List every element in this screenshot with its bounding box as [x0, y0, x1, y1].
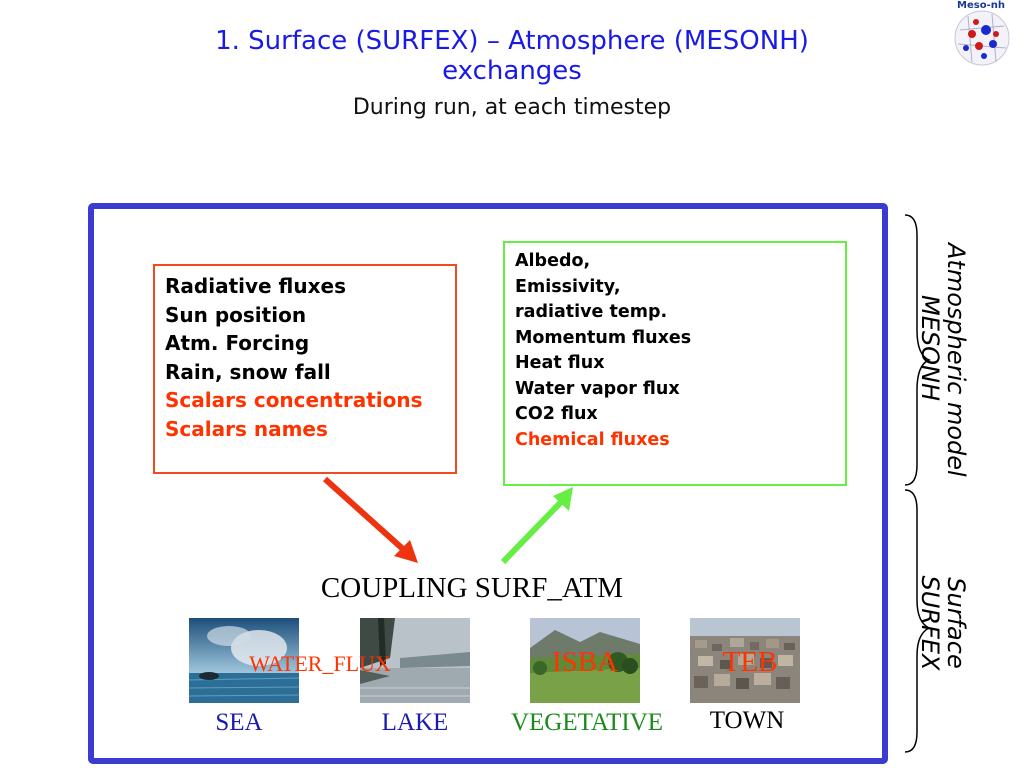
coupling-label: COUPLING SURF_ATM [320, 572, 624, 604]
input-item: Atm. Forcing [165, 331, 310, 356]
output-item: CO2 flux [515, 404, 598, 424]
input-item-highlighted: Scalars names [165, 416, 328, 441]
title-line-1: 1. Surface (SURFEX) – Atmosphere (MESONH… [215, 26, 809, 56]
town-photo [690, 618, 800, 703]
output-item: radiative temp. [515, 302, 668, 322]
arrow-up-to-atmosphere [500, 497, 566, 565]
scheme-label-water-flux: WATER_FLUX [249, 651, 391, 676]
output-item: Heat flux [515, 353, 605, 373]
scheme-label-isba: ISBA [551, 646, 619, 678]
slide-title: 1. Surface (SURFEX) – Atmosphere (MESONH… [0, 26, 1024, 86]
input-list: Radiative fluxes Sun position Atm. Forci… [155, 266, 455, 444]
category-sea: SEA [215, 709, 263, 736]
side-label-atmosphere-line1: Atmospheric model [942, 243, 970, 477]
output-item: Albedo, [515, 251, 591, 271]
title-line-2: exchanges [442, 56, 582, 86]
arrow-up-head [553, 487, 573, 511]
braces [904, 214, 931, 753]
input-fluxes-box: Radiative fluxes Sun position Atm. Forci… [153, 264, 457, 474]
sea-photo [189, 618, 299, 703]
input-item: Sun position [165, 302, 307, 327]
side-label-atmosphere: Atmospheric model MESONH [916, 243, 970, 477]
arrow-down-head [394, 540, 418, 563]
mesonh-logo [946, 0, 1016, 70]
side-label-surface-line2: SURFEX [916, 575, 944, 671]
vegetation-photo [530, 618, 640, 703]
brace-surface [904, 489, 931, 753]
input-item: Radiative fluxes [165, 274, 346, 298]
scheme-label-teb: TEB [722, 646, 778, 678]
category-lake: LAKE [381, 709, 449, 736]
brace-atmosphere [904, 214, 931, 486]
output-item-highlighted: Chemical fluxes [515, 429, 670, 450]
main-frame [88, 203, 888, 764]
input-item-highlighted: Scalars concentrations [165, 388, 423, 413]
side-label-surface: Surface SURFEX [916, 573, 970, 673]
slide-subtitle: During run, at each timestep [352, 95, 672, 120]
category-vegetative: VEGETATIVE [510, 709, 664, 736]
category-town: TOWN [709, 707, 785, 734]
output-item: Momentum fluxes [515, 327, 692, 348]
output-item: Emissivity, [515, 276, 621, 297]
logo-text: Meso-nh [957, 0, 1005, 11]
output-fluxes-box: Albedo, Emissivity, radiative temp. Mome… [503, 241, 847, 486]
input-item: Rain, snow fall [165, 359, 331, 384]
side-label-surface-line1: Surface [942, 577, 970, 669]
output-item: Water vapor flux [515, 378, 680, 399]
lake-photo [360, 618, 470, 703]
arrow-down-to-surface [322, 476, 407, 553]
side-label-atmosphere-line2: MESONH [916, 295, 944, 401]
output-list: Albedo, Emissivity, radiative temp. Mome… [505, 243, 845, 453]
